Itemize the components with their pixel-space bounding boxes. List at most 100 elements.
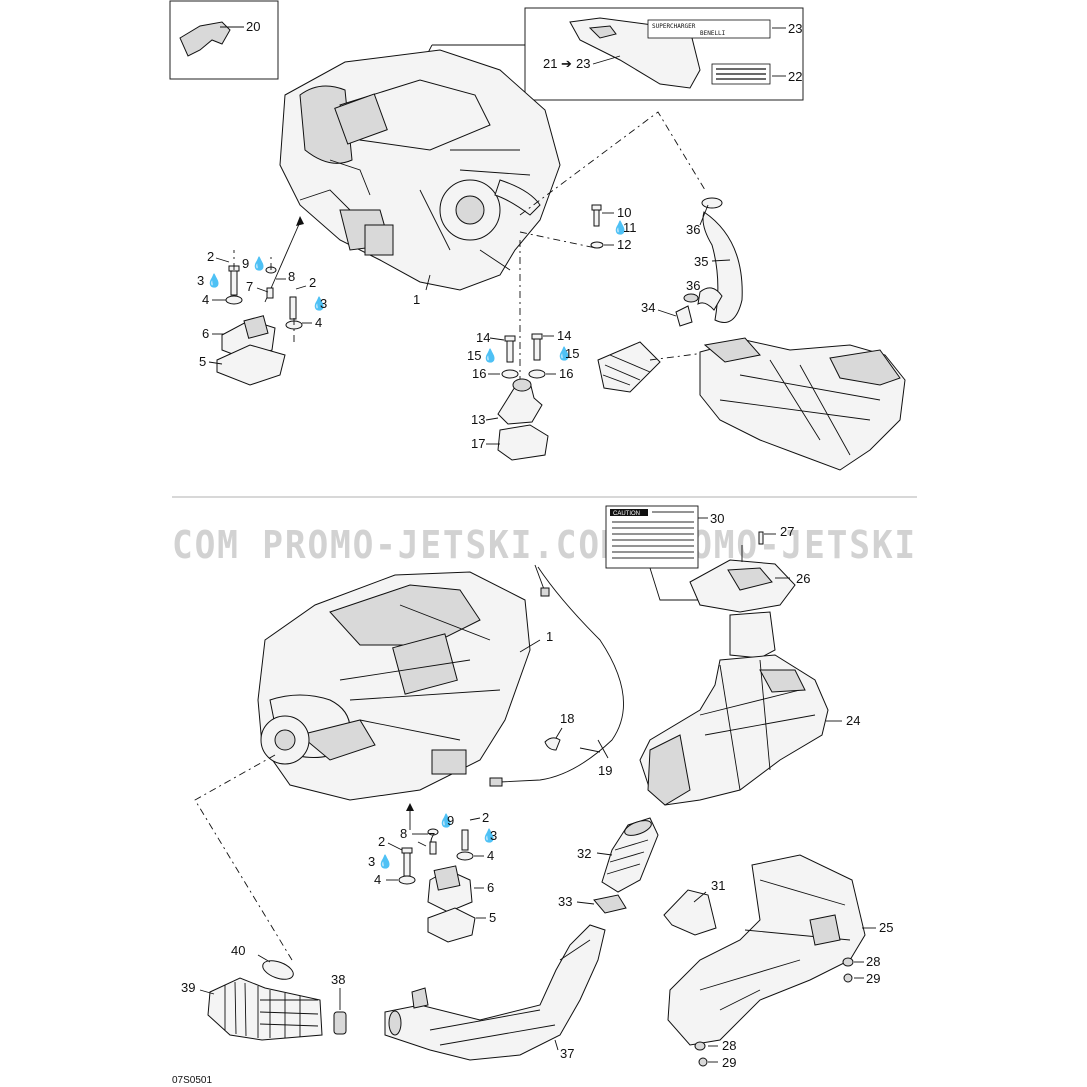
svg-text:💧: 💧	[556, 346, 572, 361]
callout-40: 40	[231, 943, 245, 958]
callout-38: 38	[331, 972, 345, 987]
callout-23b: 23	[576, 56, 590, 71]
dash-line-bottom-left	[194, 754, 293, 961]
callout-31: 31	[711, 878, 725, 893]
callout-3b: 3	[320, 296, 327, 311]
callout-6b: 6	[487, 880, 494, 895]
mount-arrow-bottom	[406, 803, 414, 830]
svg-text:💧: 💧	[481, 828, 497, 843]
decal-benelli-text: BENELLI	[700, 30, 726, 37]
callout-17: 17	[471, 436, 485, 451]
callout-5b: 5	[489, 910, 496, 925]
callout-36: 36	[686, 222, 700, 237]
callout-26: 26	[796, 571, 810, 586]
callout-9b: 9	[447, 813, 454, 828]
callout-36b: 36	[686, 278, 700, 293]
callout-27: 27	[780, 524, 794, 539]
callout-19: 19	[598, 763, 612, 778]
callout-23: 23	[788, 21, 802, 36]
screw-group-10-12: 10 💧 11 12	[590, 204, 637, 252]
callout-37: 37	[560, 1046, 574, 1061]
callout-34: 34	[641, 300, 655, 315]
callout-2b: 2	[309, 275, 316, 290]
dash-line-top-right	[519, 111, 706, 216]
svg-text:💧: 💧	[612, 220, 628, 235]
inset-box-part-20: 20	[169, 0, 279, 80]
figure-code: 07S0501	[172, 1075, 212, 1086]
callout-25: 25	[879, 920, 893, 935]
engine-mount-bottom: 8 💧 9 2 7 💧 3 2 4 3 💧 6 4 5	[368, 810, 497, 943]
callout-4d: 4	[374, 872, 381, 887]
callout-30: 30	[710, 511, 724, 526]
engine-top: 1	[279, 49, 561, 307]
callout-24: 24	[846, 713, 860, 728]
callout-21: 21	[543, 56, 557, 71]
callout-35: 35	[694, 254, 708, 269]
svg-text:➔: ➔	[561, 56, 572, 71]
intake-tube-37: 37	[384, 924, 606, 1061]
svg-text:💧: 💧	[311, 296, 327, 311]
callout-1: 1	[413, 292, 420, 307]
callout-3d: 3	[368, 854, 375, 869]
callout-16b: 16	[559, 366, 573, 381]
clamp-38: 38	[331, 972, 347, 1035]
callout-5: 5	[199, 354, 206, 369]
callout-32: 32	[577, 846, 591, 861]
rubber-boot-32: 32 33	[558, 817, 659, 914]
callout-29b: 29	[722, 1055, 736, 1070]
caution-text: CAUTION	[613, 511, 640, 517]
callout-18: 18	[560, 711, 574, 726]
svg-text:💧: 💧	[377, 854, 393, 869]
air-inlet-cover-26: 27 26	[689, 524, 810, 613]
engine-mount-center-top: 14 14 15 💧 💧 15 16 16 13 17	[467, 328, 579, 461]
callout-14a: 14	[476, 330, 490, 345]
callout-2d: 2	[378, 834, 385, 849]
svg-text:💧: 💧	[206, 273, 222, 288]
callout-8b: 8	[400, 826, 407, 841]
callout-15b: 15	[565, 346, 579, 361]
callout-7b: 7	[428, 830, 435, 845]
callout-33: 33	[558, 894, 572, 909]
callout-29: 29	[866, 971, 880, 986]
dash-line-top-screw	[519, 231, 597, 249]
intake-bellow-39: 39	[181, 977, 323, 1041]
callout-14b: 14	[557, 328, 571, 343]
callout-12: 12	[617, 237, 631, 252]
cover-31: 31	[663, 878, 725, 936]
callout-3a: 3	[197, 273, 204, 288]
callout-7: 7	[246, 279, 253, 294]
callout-4b: 4	[315, 315, 322, 330]
clamp-40: 40	[231, 943, 294, 980]
housing-25: 25 28 29 28 29	[667, 854, 893, 1070]
callout-22: 22	[788, 69, 802, 84]
callout-16a: 16	[472, 366, 486, 381]
air-box-24: 24	[639, 611, 860, 806]
callout-1b: 1	[546, 629, 553, 644]
callout-2a: 2	[207, 249, 214, 264]
inset-box-decals: SUPERCHARGER BENELLI 23 21 ➔ 23 22	[417, 7, 804, 101]
engine-mount-left-top: 2 9 💧 3 💧 8 7 2 4 💧 3 6 4 5	[197, 249, 327, 386]
callout-15a: 15	[467, 348, 481, 363]
callout-10: 10	[617, 205, 631, 220]
callout-3c: 3	[490, 828, 497, 843]
callout-2c: 2	[482, 810, 489, 825]
svg-text:💧: 💧	[482, 348, 498, 363]
callout-9: 9	[242, 256, 249, 271]
hose-35: 36 35 36 34	[641, 197, 743, 327]
callout-20: 20	[246, 19, 260, 34]
decal-supercharger-text: SUPERCHARGER	[652, 23, 696, 30]
engine-bottom: 1	[257, 571, 553, 801]
wire-harness-19: 19	[489, 564, 624, 787]
watermark: COM PROMO-JETSKI.COM PROMO-JETSKI	[172, 523, 917, 567]
svg-text:💧: 💧	[438, 813, 454, 828]
caution-decal-30: CAUTION 30	[605, 505, 724, 601]
callout-28b: 28	[722, 1038, 736, 1053]
clip-18: 18	[544, 711, 574, 751]
callout-6: 6	[202, 326, 209, 341]
callout-4c: 4	[487, 848, 494, 863]
air-intake-silencer-top	[597, 337, 906, 471]
callout-39: 39	[181, 980, 195, 995]
svg-text:💧: 💧	[251, 256, 267, 271]
callout-11: 11	[623, 220, 637, 235]
